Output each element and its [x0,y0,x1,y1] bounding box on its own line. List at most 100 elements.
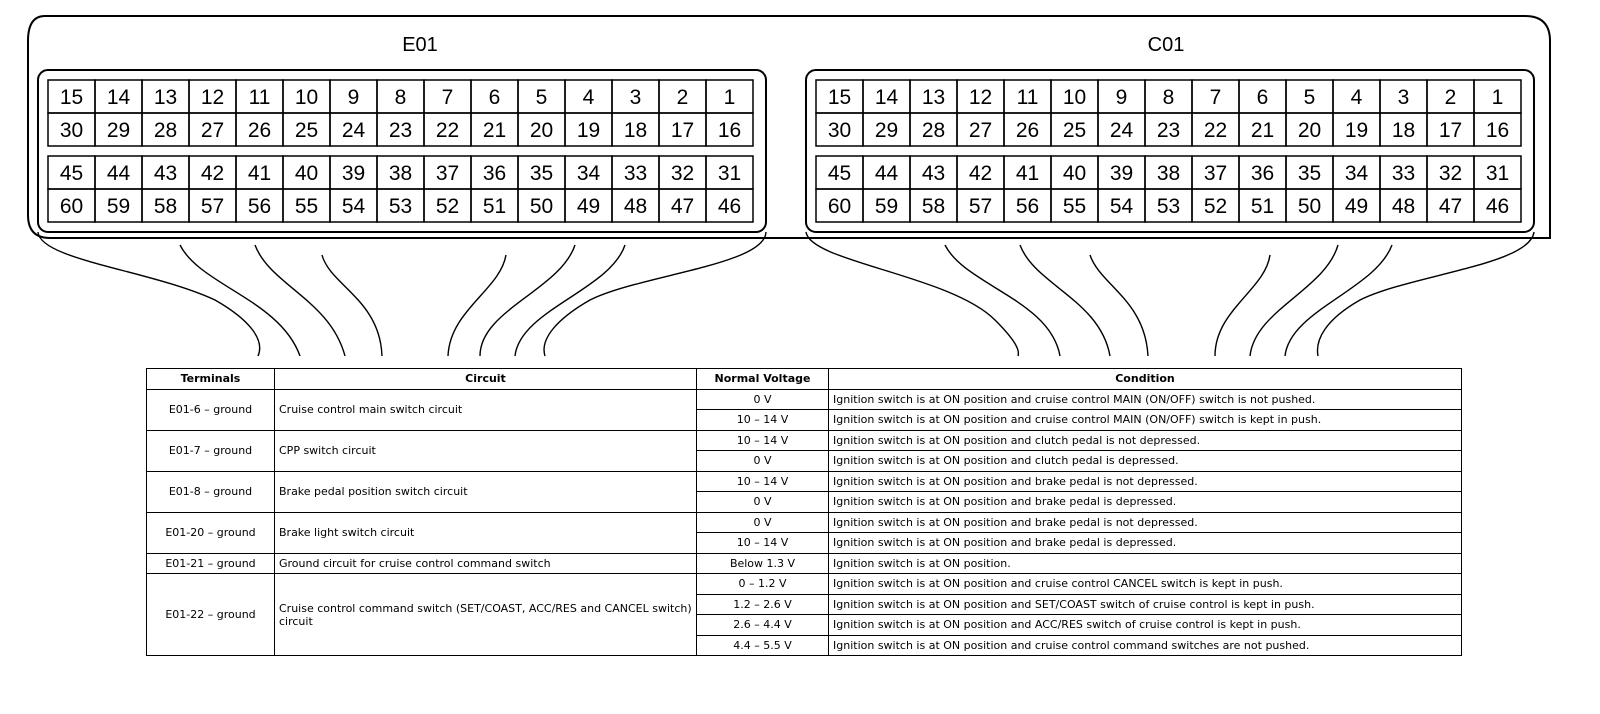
pin-cell: 29 [94,112,143,147]
pin-number: 5 [536,86,548,109]
pin-cell: 14 [862,79,911,114]
table-row: 2.6 – 4.4 V Ignition switch is at ON pos… [147,614,1462,636]
pin-number: 26 [248,119,271,142]
terminal-cell: E01-21 – ground [146,552,275,574]
pin-cell: 36 [470,155,519,190]
pin-number: 48 [624,195,647,218]
pin-number: 44 [875,162,899,185]
pin-number: 27 [969,119,992,142]
pin-cell: 2 [1426,79,1475,114]
pin-number: 51 [483,195,506,218]
pin-number: 10 [1063,86,1086,109]
pin-number: 10 [295,86,318,109]
pin-number: 8 [395,86,407,109]
pin-cell: 52 [1191,188,1240,223]
pin-cell: 44 [94,155,143,190]
pin-cell: 55 [282,188,331,223]
pin-number: 8 [1163,86,1175,109]
pin-number: 27 [201,119,224,142]
voltage-cell: 0 V [696,511,829,533]
pin-cell: 33 [611,155,660,190]
pin-cell: 35 [517,155,566,190]
pin-cell: 7 [1191,79,1240,114]
pin-cell: 43 [909,155,958,190]
voltage-cell: 4.4 – 5.5 V [696,634,829,656]
pin-cell: 15 [815,79,864,114]
pin-number: 55 [1063,195,1086,218]
pin-number: 40 [295,162,318,185]
pin-number: 9 [348,86,360,109]
pin-number: 29 [107,119,130,142]
pin-number: 16 [1486,119,1509,142]
pin-cell: 11 [235,79,284,114]
pin-cell: 17 [1426,112,1475,147]
condition-cell: Ignition switch is at ON position and cl… [828,429,1462,451]
pin-cell: 22 [1191,112,1240,147]
pin-cell: 60 [815,188,864,223]
pin-cell: 42 [188,155,237,190]
condition-cell: Ignition switch is at ON position and cr… [828,388,1462,410]
pin-cell: 32 [658,155,707,190]
pin-number: 49 [577,195,600,218]
pin-cell: 51 [470,188,519,223]
pin-cell: 5 [1285,79,1334,114]
pin-cell: 39 [1097,155,1146,190]
pin-number: 53 [1157,195,1180,218]
pin-cell: 16 [705,112,754,147]
pin-cell: 38 [376,155,425,190]
pin-number: 2 [1445,86,1457,109]
condition-cell: Ignition switch is at ON position and cr… [828,409,1462,431]
pin-number: 52 [1204,195,1227,218]
table-row: E01-8 – ground Brake pedal position swit… [146,470,1462,513]
pin-cell: 8 [376,79,425,114]
pin-number: 5 [1304,86,1316,109]
pin-cell: 16 [1473,112,1522,147]
pin-cell: 26 [235,112,284,147]
voltage-cell: 0 V [696,491,829,513]
pin-cell: 57 [956,188,1005,223]
pin-number: 53 [389,195,412,218]
pin-cell: 30 [47,112,96,147]
pin-number: 33 [624,162,647,185]
pin-cell: 58 [909,188,958,223]
pin-cell: 47 [1426,188,1475,223]
voltage-cell: 0 – 1.2 V [696,573,829,595]
pin-number: 48 [1392,195,1415,218]
pin-cell: 2 [658,79,707,114]
circuit-cell: CPP switch circuit [274,429,697,472]
connector-frame-e01 [37,69,767,233]
pin-cell: 41 [235,155,284,190]
pin-cell: 42 [956,155,1005,190]
pin-cell: 59 [94,188,143,223]
table-header-row: Terminals Circuit Normal Voltage Conditi… [146,368,1462,390]
pin-number: 29 [875,119,898,142]
pin-number: 38 [1157,162,1180,185]
pin-box [705,112,754,147]
pin-cell: 29 [862,112,911,147]
pin-cell: 20 [517,112,566,147]
pin-box [1473,112,1522,147]
pin-cell: 28 [909,112,958,147]
pin-cell: 45 [815,155,864,190]
wire [805,231,1020,357]
pin-number: 34 [1345,162,1369,185]
pin-cell: 13 [909,79,958,114]
condition-cell: Ignition switch is at ON position and cl… [828,450,1462,472]
terminal-cell: E01-20 – ground [146,511,275,554]
circuit-cell: Cruise control command switch (SET/COAST… [274,573,697,656]
pin-number: 25 [295,119,318,142]
table-row: E01-22 – ground Cruise control command s… [146,573,1462,656]
pin-cell: 21 [1238,112,1287,147]
wire [1089,254,1149,357]
condition-cell: Ignition switch is at ON position. [828,552,1462,574]
pin-box [705,188,754,223]
condition-cell: Ignition switch is at ON position and SE… [828,593,1462,615]
connector-title-e01: E01 [402,34,438,56]
pin-cell: 23 [1144,112,1193,147]
pin-number: 21 [1251,119,1274,142]
pin-number: 1 [724,86,736,109]
pin-number: 35 [530,162,553,185]
pin-number: 57 [969,195,992,218]
condition-cell: Ignition switch is at ON position and br… [828,491,1462,513]
